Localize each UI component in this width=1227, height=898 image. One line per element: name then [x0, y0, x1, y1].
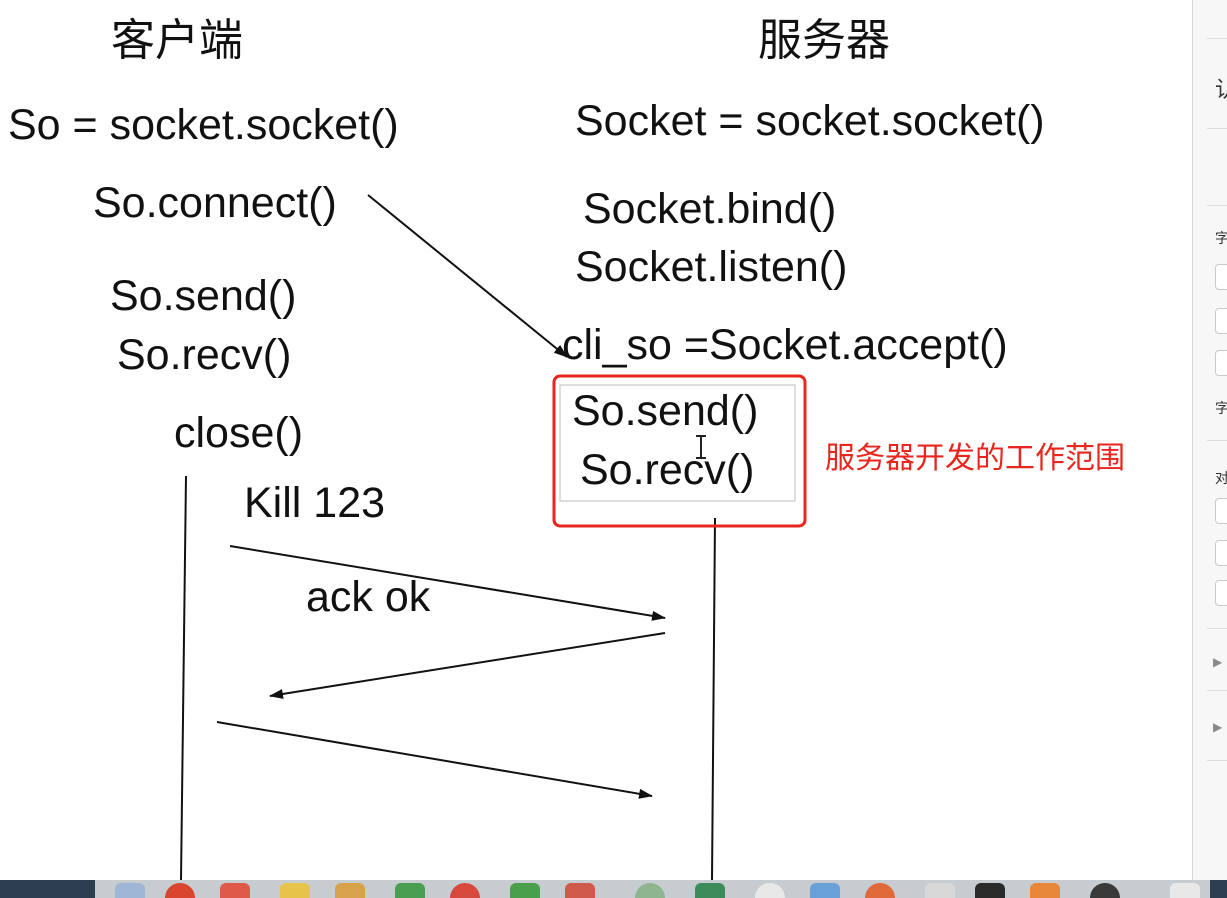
close-message-arrow: [216, 721, 653, 799]
dock-shelf: [95, 880, 1210, 898]
server-socket-create: Socket = socket.socket(): [575, 97, 1045, 145]
dock-app-icon[interactable]: [510, 883, 540, 898]
client-lifeline: [180, 475, 187, 880]
kill-message-arrow: [229, 545, 666, 621]
server-scope-annotation: 服务器开发的工作范围: [825, 441, 1125, 476]
dock-app-icon[interactable]: [1030, 883, 1060, 898]
panel-section-label: 对: [1215, 468, 1227, 488]
dock-app-icon[interactable]: [635, 883, 665, 898]
dock-app-icon[interactable]: [450, 883, 480, 898]
server-lifeline: [711, 517, 716, 880]
text-cursor-icon: [696, 435, 706, 459]
disclosure-triangle-icon[interactable]: ▶: [1213, 720, 1223, 734]
dock-app-icon[interactable]: [865, 883, 895, 898]
panel-field[interactable]: [1215, 540, 1227, 566]
panel-divider: [1207, 690, 1227, 691]
panel-divider: [1207, 628, 1227, 629]
ack-message-label: ack ok: [306, 573, 431, 621]
server-bind: Socket.bind(): [583, 185, 837, 233]
panel-section-label: 字: [1215, 228, 1227, 248]
panel-divider: [1207, 205, 1227, 206]
panel-title-glyph: 认: [1215, 72, 1227, 104]
panel-divider: [1207, 38, 1227, 39]
dock-app-icon[interactable]: [1090, 883, 1120, 898]
ack-message-arrow: [269, 632, 666, 699]
dock-bar: [0, 880, 1227, 898]
panel-field[interactable]: [1215, 580, 1227, 606]
server-io-inner-box: [559, 384, 796, 502]
server-send: So.send(): [572, 387, 759, 435]
dock-app-icon[interactable]: [810, 883, 840, 898]
panel-divider: [1207, 760, 1227, 761]
kill-message-label: Kill 123: [244, 479, 386, 527]
dock-app-icon[interactable]: [165, 883, 195, 898]
dock-app-icon[interactable]: [695, 883, 725, 898]
disclosure-triangle-icon[interactable]: ▶: [1213, 655, 1223, 669]
panel-field[interactable]: [1215, 308, 1227, 334]
panel-field[interactable]: [1215, 498, 1227, 524]
panel-divider: [1207, 440, 1227, 441]
dock-app-icon[interactable]: [975, 883, 1005, 898]
panel-field[interactable]: [1215, 350, 1227, 376]
connect-arrow: [367, 194, 568, 358]
client-close: close(): [174, 409, 304, 457]
server-listen: Socket.listen(): [575, 243, 848, 291]
client-header: 客户端: [111, 15, 243, 66]
dock-app-icon[interactable]: [395, 883, 425, 898]
dock-app-icon[interactable]: [565, 883, 595, 898]
server-scope-highlight-box: [552, 374, 807, 528]
connector-lines: [180, 194, 807, 880]
panel-section-label: 字: [1215, 398, 1227, 418]
dock-app-icon[interactable]: [220, 883, 250, 898]
panel-field[interactable]: [1215, 264, 1227, 290]
client-socket-create: So = socket.socket(): [8, 101, 399, 149]
dock-app-icon[interactable]: [335, 883, 365, 898]
client-connect: So.connect(): [93, 179, 337, 227]
server-recv: So.recv(): [580, 446, 755, 494]
server-header: 服务器: [758, 15, 890, 66]
dock-app-icon[interactable]: [755, 883, 785, 898]
dock-app-icon[interactable]: [1170, 883, 1200, 898]
right-side-panel: 认 字 字 对 ▶ ▶: [1192, 0, 1227, 880]
dock-app-icon[interactable]: [925, 883, 955, 898]
client-recv: So.recv(): [117, 331, 292, 379]
client-send: So.send(): [110, 272, 297, 320]
dock-app-icon[interactable]: [115, 883, 145, 898]
diagram-canvas: 客户端 服务器 So = socket.socket() So.connect(…: [8, 15, 1125, 880]
panel-divider: [1207, 128, 1227, 129]
server-accept: cli_so =Socket.accept(): [562, 321, 1008, 369]
dock-app-icon[interactable]: [280, 883, 310, 898]
